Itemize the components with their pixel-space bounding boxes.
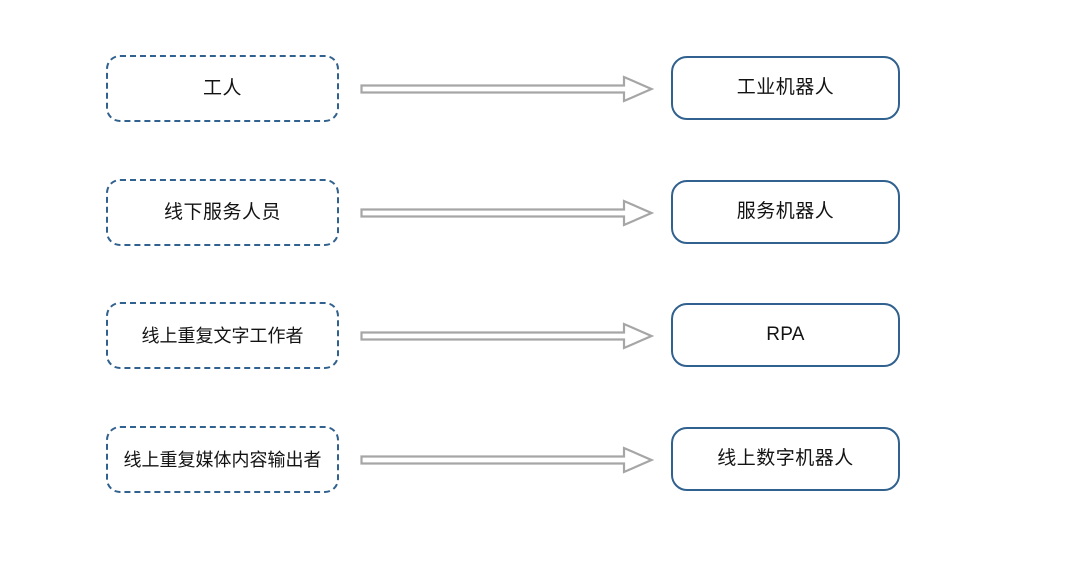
target-box-3[interactable]: RPA <box>671 303 900 367</box>
source-box-1[interactable]: 工人 <box>106 55 339 122</box>
block-arrow-right-icon <box>360 322 654 350</box>
source-box-3[interactable]: 线上重复文字工作者 <box>106 302 339 369</box>
source-box-label: 线上重复媒体内容输出者 <box>123 449 322 470</box>
target-box-label: 线上数字机器人 <box>717 448 854 469</box>
flow-arrow-3 <box>360 321 654 351</box>
target-box-2[interactable]: 服务机器人 <box>671 180 900 244</box>
flow-arrow-2 <box>360 198 654 228</box>
target-box-label: 工业机器人 <box>736 77 835 98</box>
target-box-1[interactable]: 工业机器人 <box>671 56 900 120</box>
block-arrow-right-icon <box>360 199 654 227</box>
source-box-2[interactable]: 线下服务人员 <box>106 179 339 246</box>
source-box-4[interactable]: 线上重复媒体内容输出者 <box>106 426 339 493</box>
target-box-4[interactable]: 线上数字机器人 <box>671 427 900 491</box>
target-box-label: RPA <box>766 324 805 345</box>
source-box-label: 工人 <box>202 77 242 99</box>
block-arrow-right-icon <box>360 75 654 103</box>
flow-arrow-1 <box>360 74 654 104</box>
flow-arrow-4 <box>360 445 654 475</box>
target-box-label: 服务机器人 <box>736 201 835 222</box>
source-box-label: 线上重复文字工作者 <box>141 325 304 346</box>
block-arrow-right-icon <box>360 446 654 474</box>
source-box-label: 线下服务人员 <box>163 201 281 223</box>
